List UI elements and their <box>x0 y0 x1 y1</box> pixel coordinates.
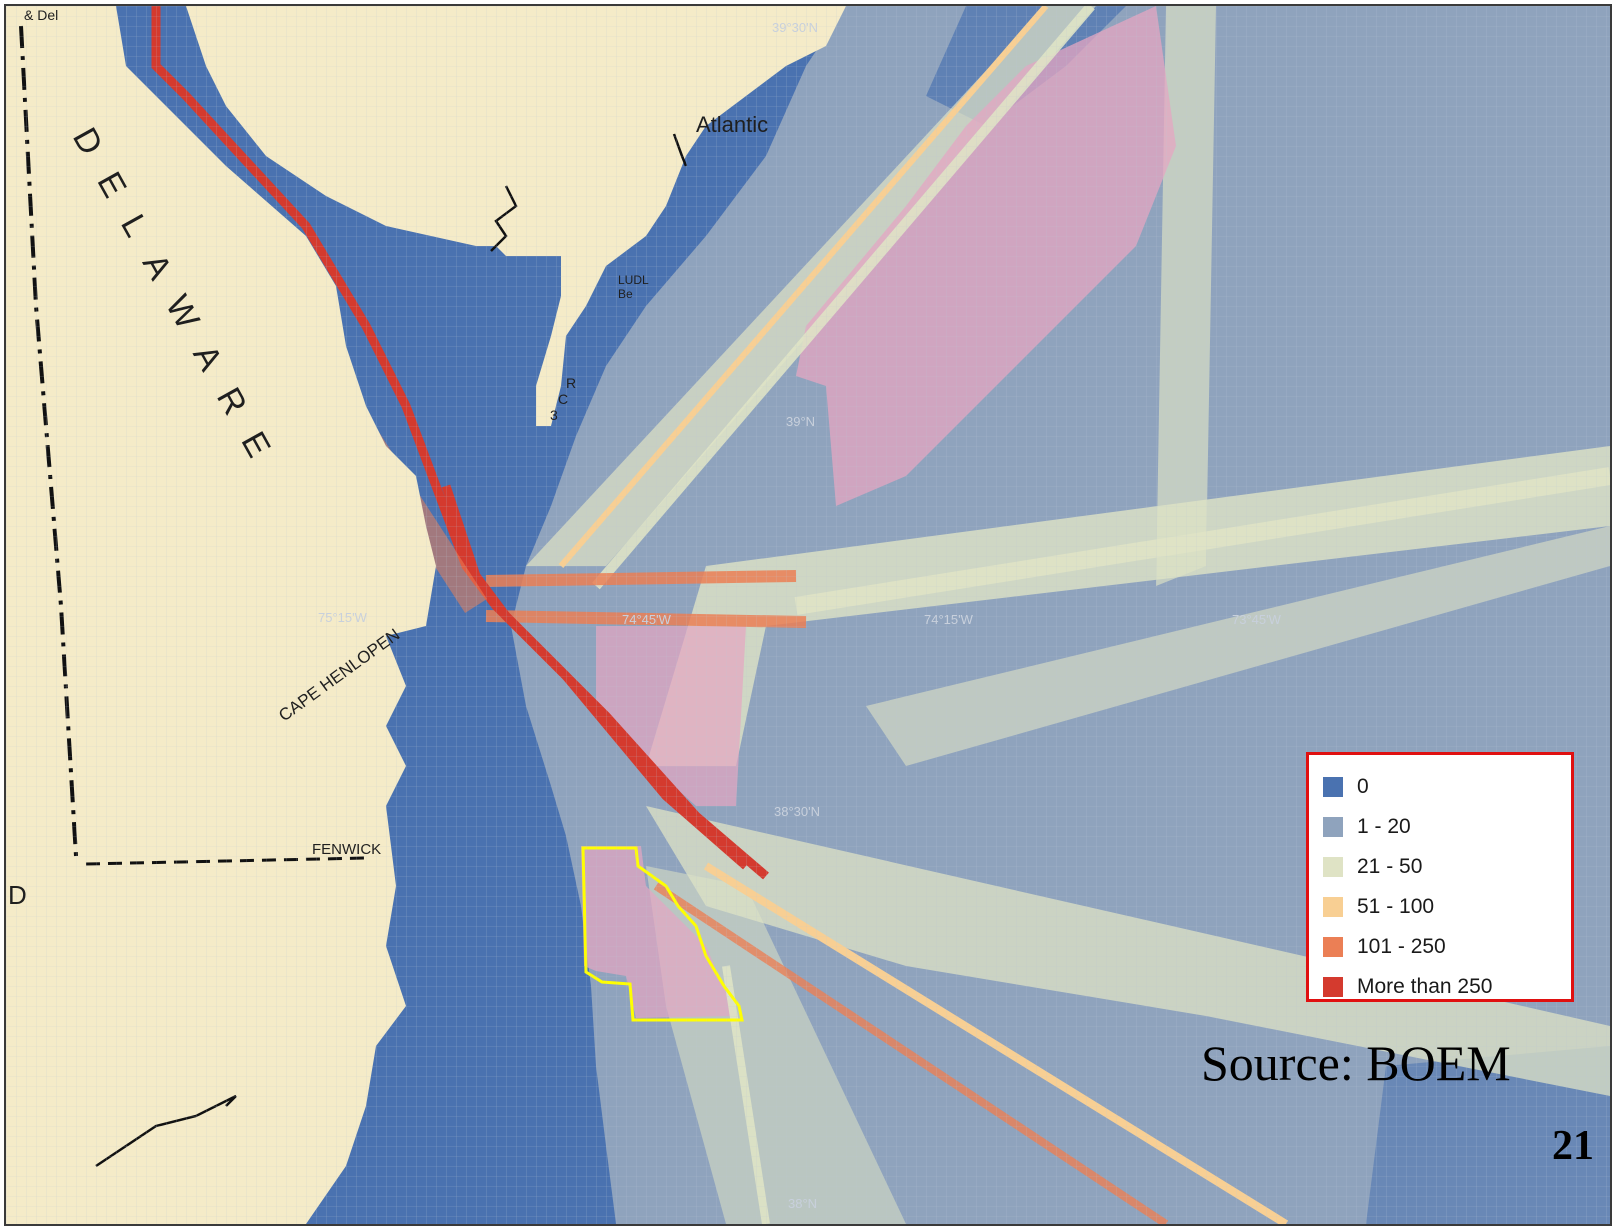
grid-overlay <box>6 6 1610 1224</box>
legend-label: 51 - 100 <box>1357 895 1435 918</box>
label-lewes-1: LUDL <box>618 273 649 287</box>
vessel-density-map: DELAWARE Atlantic CAPE HENLOPEN FENWICK … <box>6 6 1610 1224</box>
legend-label: 101 - 250 <box>1357 935 1446 958</box>
grid-label-38: 38°N <box>788 1196 817 1211</box>
grid-label-74-45: 74°45'W <box>622 612 672 627</box>
label-num: 3 <box>550 407 558 423</box>
legend-item: More than 250 <box>1323 967 1571 1007</box>
legend-item: 51 - 100 <box>1323 887 1571 927</box>
legend-label: 1 - 20 <box>1357 815 1411 838</box>
legend-item: 101 - 250 <box>1323 927 1571 967</box>
legend-item: 0 <box>1323 767 1571 807</box>
legend-swatch <box>1323 937 1343 957</box>
legend-swatch <box>1323 897 1343 917</box>
grid-label-75-15: 75°15'W <box>318 610 368 625</box>
label-top-left: & Del <box>24 7 58 23</box>
label-c: C <box>558 391 568 407</box>
legend-item: 21 - 50 <box>1323 847 1571 887</box>
label-fenwick: FENWICK <box>312 841 381 858</box>
page-number: 21 <box>1552 1123 1594 1169</box>
legend-swatch <box>1323 857 1343 877</box>
legend-label: 21 - 50 <box>1357 855 1423 878</box>
source-credit: Source: BOEM <box>1201 1035 1511 1091</box>
legend-label: More than 250 <box>1357 975 1493 998</box>
legend-swatch <box>1323 977 1343 997</box>
map-frame: DELAWARE Atlantic CAPE HENLOPEN FENWICK … <box>4 4 1612 1226</box>
label-left-edge: D <box>8 880 27 910</box>
grid-label-74-15: 74°15'W <box>924 612 974 627</box>
grid-label-38-30: 38°30'N <box>774 804 820 819</box>
label-r: R <box>566 375 576 391</box>
grid-label-73-45: 73°45'W <box>1232 612 1282 627</box>
label-lewes-2: Be <box>618 287 633 301</box>
legend-item: 1 - 20 <box>1323 807 1571 847</box>
legend-label: 0 <box>1357 775 1369 798</box>
grid-label-39-30: 39°30'N <box>772 20 818 35</box>
label-atlantic: Atlantic <box>696 112 768 137</box>
legend-swatch <box>1323 777 1343 797</box>
grid-label-39: 39°N <box>786 414 815 429</box>
legend-swatch <box>1323 817 1343 837</box>
